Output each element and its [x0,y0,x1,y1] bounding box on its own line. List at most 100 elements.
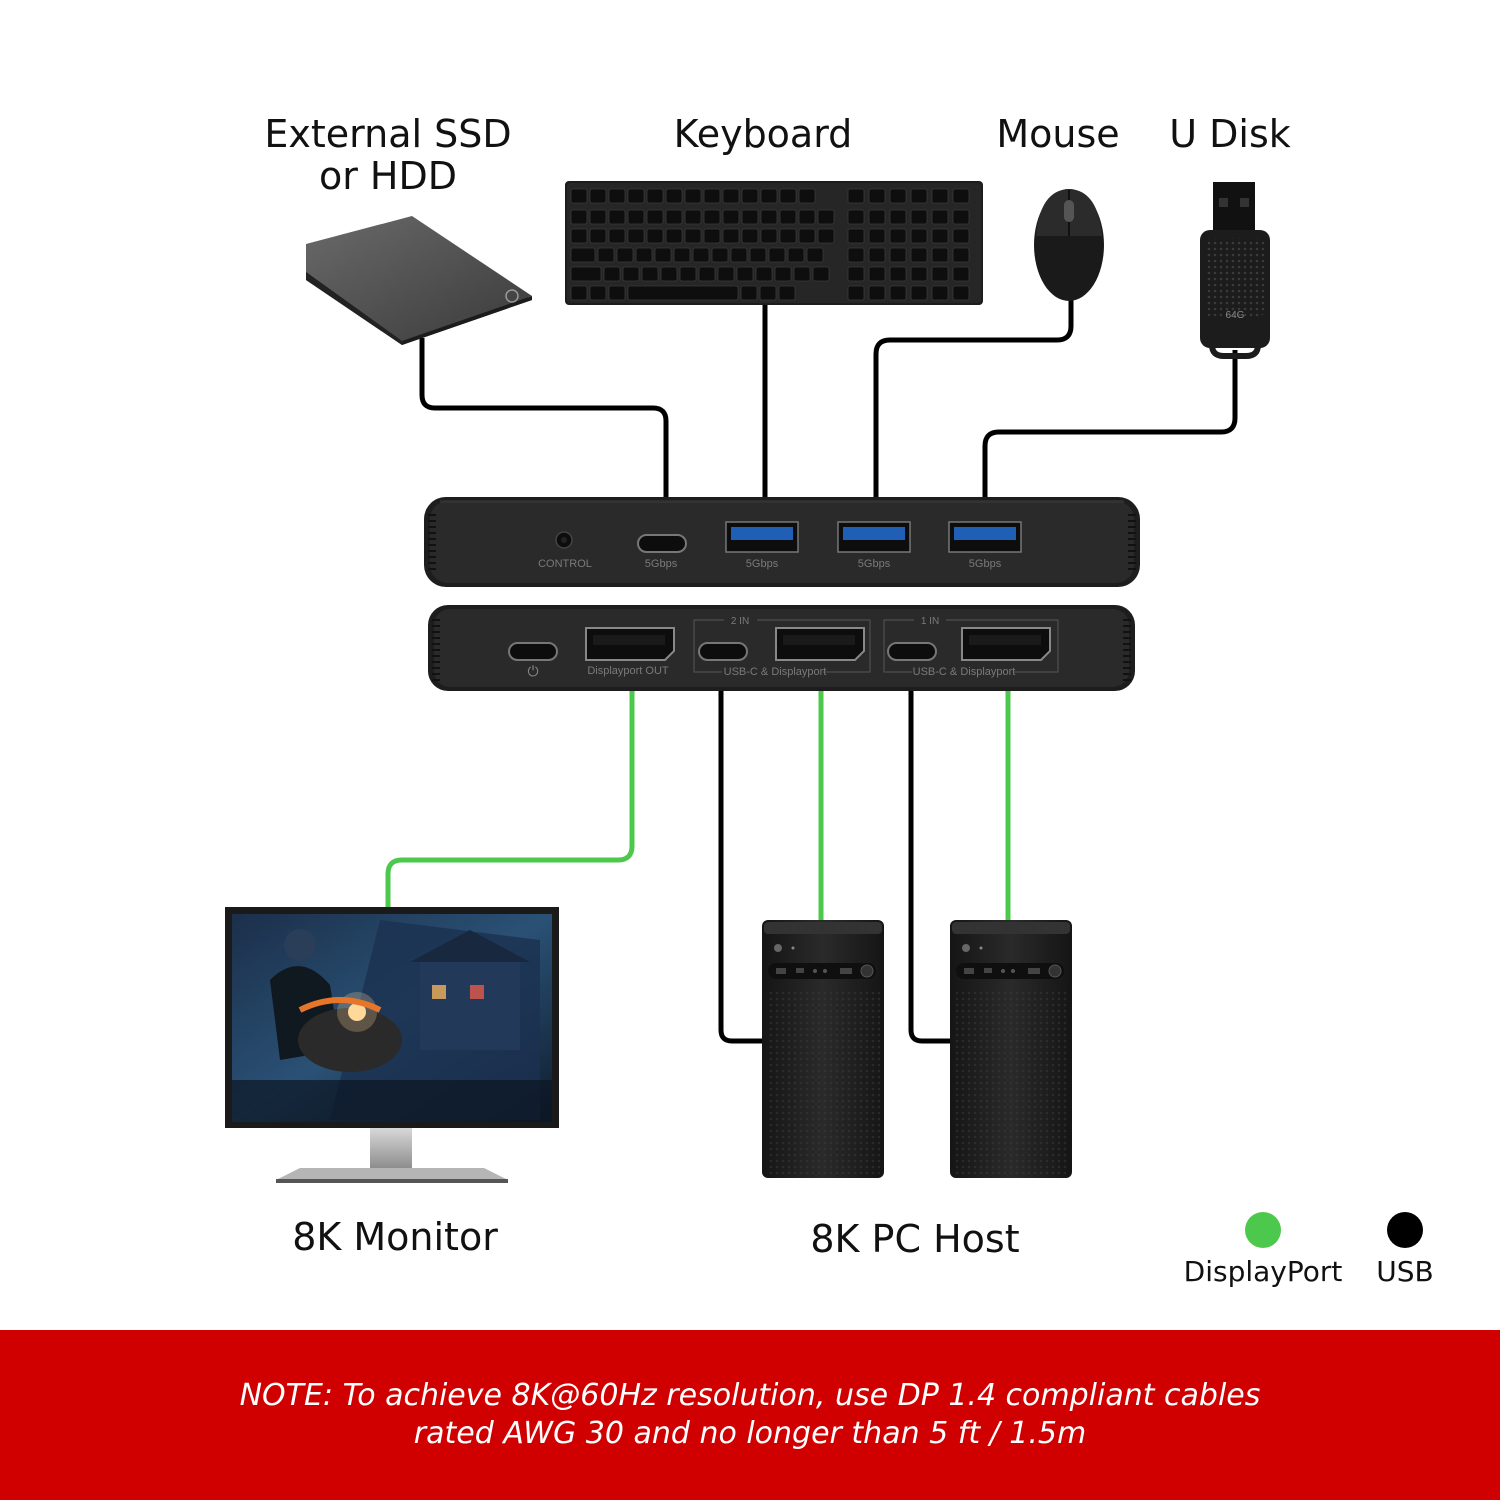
keyboard-key [931,266,949,282]
keyboard-key [570,247,596,263]
keyboard-key [868,228,886,244]
keyboard-key [812,266,830,282]
keyboard-key [627,209,645,225]
keyboard-key [589,228,607,244]
keyboard-key [774,266,792,282]
keyboard-key [931,209,949,225]
control-port[interactable] [555,531,573,549]
keyboard-key [889,247,907,263]
udisk-capacity: 64G [1226,310,1245,321]
mouse-usb-cable [873,300,1074,497]
keyboard-key [684,188,702,204]
in2-bracket [693,619,871,673]
keyboard-key [684,209,702,225]
keyboard-key [603,266,621,282]
keyboard-key [889,266,907,282]
keyboard-key [570,266,602,282]
keyboard-key [589,188,607,204]
keyboard-key [847,285,865,301]
keyboard-key [952,285,970,301]
keyboard-key [608,228,626,244]
pc1-usb-cable [908,690,950,1044]
keyboard-key [722,228,740,244]
ssd-label: External SSD or HDD [240,113,536,197]
keyboard-key [847,209,865,225]
keyboard-key [684,228,702,244]
keyboard-key [646,209,664,225]
in1-dp-port[interactable] [961,627,1051,661]
note-banner: NOTE: To achieve 8K@60Hz resolution, use… [0,1330,1500,1500]
keyboard-key [779,188,797,204]
note-line-2: rated AWG 30 and no longer than 5 ft / 1… [413,1416,1087,1451]
usb-a-port-2[interactable] [837,521,911,553]
keyboard-key [722,209,740,225]
ssd-logo-icon [505,289,519,303]
pc2-power-icon [774,944,782,952]
in1-usbc-port[interactable] [887,642,937,661]
keyboard-key [570,188,588,204]
usb-cables [419,300,1238,1044]
keyboard-key [608,188,626,204]
keyboard-key [847,247,865,263]
keyboard-key [889,209,907,225]
keyboard-key [910,209,928,225]
keyboard-key [952,228,970,244]
in2-label: USB-C & Displayport [724,666,827,678]
keyboard-key [931,285,949,301]
keyboard-key [798,188,816,204]
keyboard-key [703,188,721,204]
keyboard-key [679,266,697,282]
legend-displayport-label: DisplayPort [1183,1255,1343,1288]
keyboard-key [698,266,716,282]
power-plug-icon: ⏻ [527,663,538,679]
keyboard-key [654,247,672,263]
keyboard-label: Keyboard [673,112,853,156]
rear-usbc-port[interactable] [637,534,687,553]
keyboard-key [741,188,759,204]
in2-dp-port[interactable] [775,627,865,661]
keyboard-key [741,228,759,244]
keyboard-key [910,285,928,301]
in2-usbc-port[interactable] [698,642,748,661]
connection-diagram: 64G CONTROL 5Gbps 5Gbps 5Gbps 5Gbp [225,181,1270,1183]
keyboard-key [952,266,970,282]
usb-a-port-1[interactable] [725,521,799,553]
kvm-switch-rear: CONTROL 5Gbps 5Gbps 5Gbps 5Gbps [424,497,1140,587]
monitor [225,907,559,1183]
keyboard-key [889,285,907,301]
legend-displayport-dot [1245,1212,1281,1248]
keyboard-key [868,247,886,263]
dp-out-port[interactable] [585,627,675,661]
rear-usbc-speed: 5Gbps [645,558,678,570]
keyboard-key [868,209,886,225]
keyboard-key [730,247,748,263]
usb-a-port-3[interactable] [948,521,1022,553]
power-usbc-port[interactable] [508,642,558,661]
keyboard-key [736,266,754,282]
keyboard-key [673,247,691,263]
usb-a-1-speed: 5Gbps [746,558,779,570]
keyboard-key [868,266,886,282]
keyboard-key [749,247,767,263]
keyboard-key [910,266,928,282]
keyboard-key [798,209,816,225]
keyboard-key [817,209,835,225]
keyboard-key [717,266,735,282]
keyboard-key [646,228,664,244]
control-label: CONTROL [538,558,592,570]
keyboard-key [931,188,949,204]
udisk-usb-cable [982,350,1238,497]
keyboard-key [806,247,824,263]
keyboard-key [910,188,928,204]
keyboard-key [627,228,645,244]
keyboard-key [570,209,588,225]
keyboard-key [768,247,786,263]
keyboard-key [759,285,777,301]
keyboard-key [931,247,949,263]
keyboard-key [778,285,796,301]
legend-usb-label: USB [1376,1255,1434,1288]
keyboard-key [616,247,634,263]
usb-a-2-speed: 5Gbps [858,558,891,570]
displayport-cables [385,690,1011,920]
mouse [1034,189,1104,301]
